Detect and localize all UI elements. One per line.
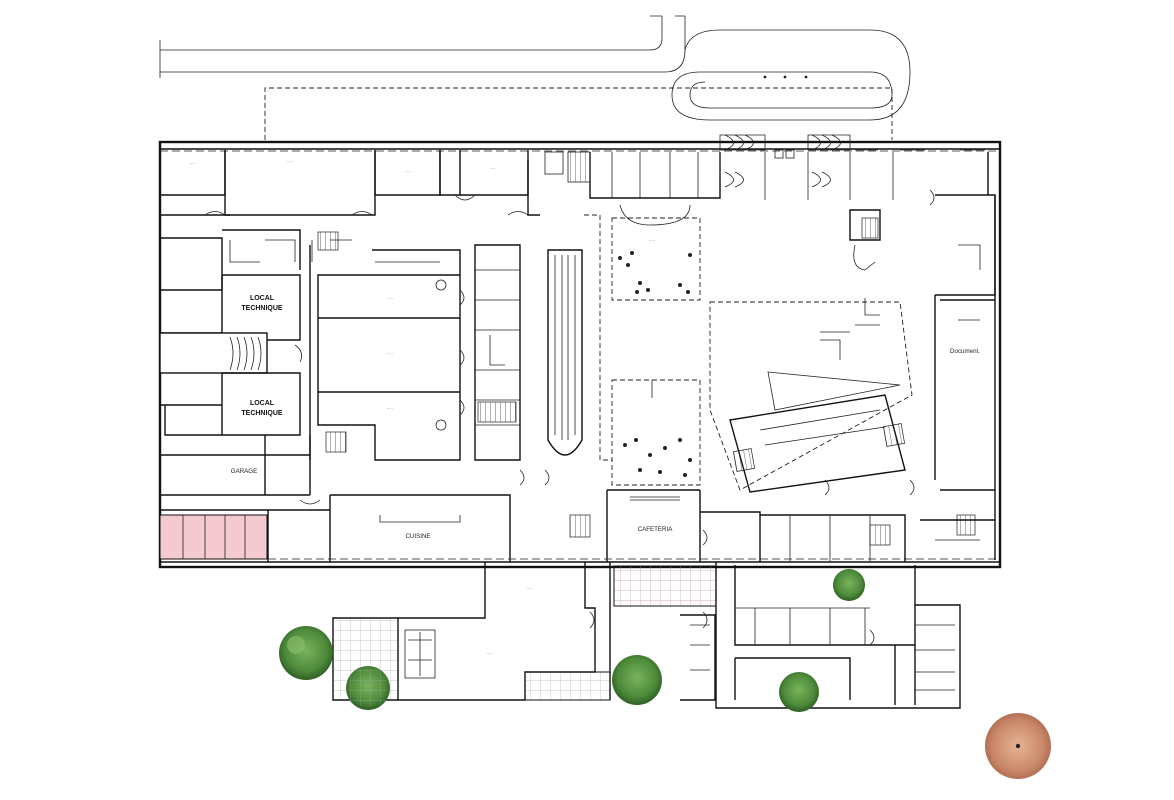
cuisine-label: CUISINE	[405, 533, 430, 540]
north-rose-icon	[985, 713, 1051, 779]
tree-icon	[612, 655, 662, 705]
door-swings	[204, 189, 935, 646]
room-tags: ····· ····· ···· ···· ····· ····· ····· …	[190, 159, 656, 656]
tree-icon	[779, 672, 819, 712]
ramp	[547, 214, 612, 461]
svg-text:·····: ·····	[190, 161, 197, 166]
cafeteria-label: CAFETERIA	[638, 526, 674, 533]
svg-text:·····: ·····	[649, 238, 656, 243]
north-rooms	[160, 134, 989, 216]
local-technique-label-2b: TECHNIQUE	[241, 410, 283, 417]
cafeteria-area	[606, 204, 701, 562]
svg-text:·····: ·····	[287, 159, 294, 164]
local-technique-label-2a: LOCAL	[250, 400, 275, 407]
svg-text:····: ····	[490, 166, 496, 171]
central-halls	[309, 231, 521, 562]
svg-text:····: ····	[405, 169, 411, 174]
tree-icon	[833, 569, 865, 601]
east-wing	[569, 194, 996, 562]
svg-text:·····: ·····	[487, 651, 494, 656]
auditorium	[709, 298, 913, 493]
svg-text:·····: ·····	[387, 296, 394, 301]
local-technique-label-1b: TECHNIQUE	[241, 305, 283, 312]
west-wing	[159, 229, 330, 562]
local-technique-label-1a: LOCAL	[250, 295, 275, 302]
tree-icon	[346, 666, 390, 710]
tables	[618, 251, 692, 477]
garage-label: GARAGE	[231, 468, 257, 475]
svg-text:·····: ·····	[387, 406, 394, 411]
access-road	[159, 15, 911, 140]
svg-text:·····: ·····	[387, 351, 394, 356]
tree-icon	[279, 626, 333, 680]
document-label: Document.	[950, 348, 980, 355]
svg-text:·····: ·····	[527, 586, 534, 591]
building-outline	[158, 140, 1002, 569]
